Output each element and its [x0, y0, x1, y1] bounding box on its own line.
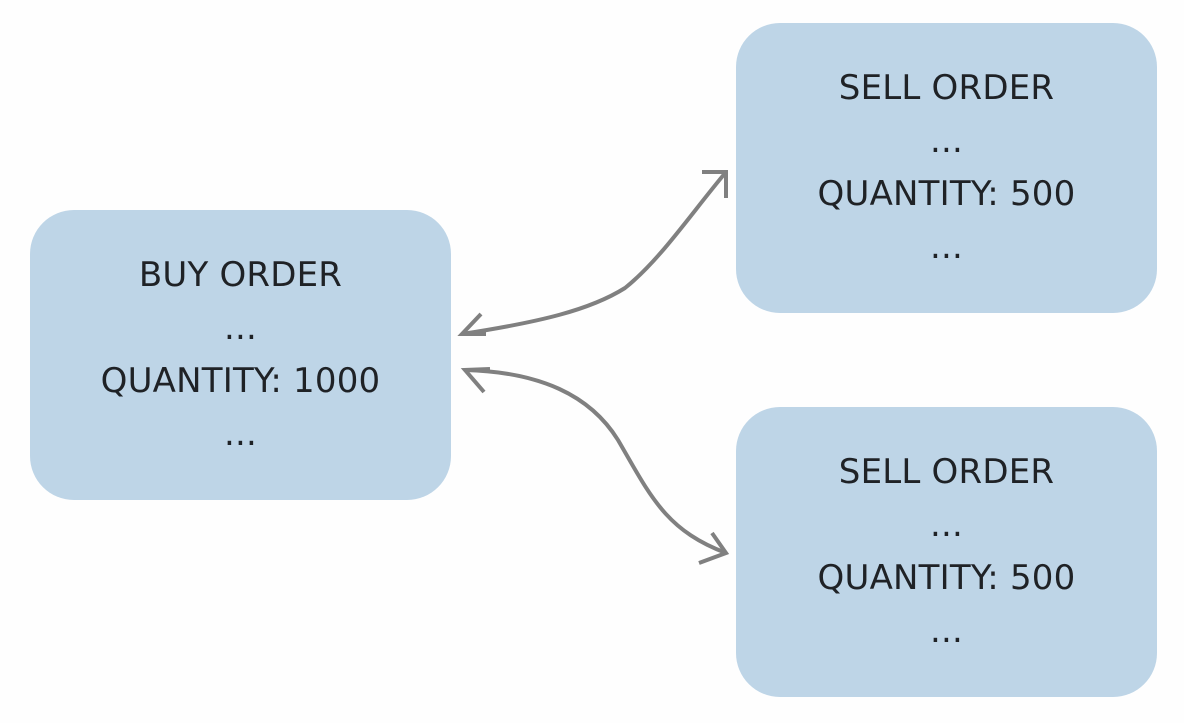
sell-order-1-title: SELL ORDER	[838, 68, 1055, 108]
edge-buy-to-sell-1-line	[461, 170, 728, 336]
edge-buy-to-sell-2-arrowhead-end	[698, 531, 730, 565]
edge-buy-to-sell-1-arrowhead-end	[702, 170, 728, 198]
buy-order-ellipsis-top: ...	[223, 308, 258, 348]
sell-order-2-ellipsis-top: ...	[929, 505, 964, 545]
sell-order-node-2: SELL ORDER ... QUANTITY: 500 ...	[736, 407, 1157, 697]
buy-order-node: BUY ORDER ... QUANTITY: 1000 ...	[30, 210, 451, 500]
sell-order-2-quantity: QUANTITY: 500	[817, 558, 1076, 598]
edge-buy-to-sell-2	[460, 367, 730, 565]
buy-order-ellipsis-bottom: ...	[223, 414, 258, 454]
sell-order-1-ellipsis-bottom: ...	[929, 227, 964, 267]
sell-order-node-1: SELL ORDER ... QUANTITY: 500 ...	[736, 23, 1157, 313]
sell-order-2-ellipsis-bottom: ...	[929, 611, 964, 651]
sell-order-2-title: SELL ORDER	[838, 452, 1055, 492]
buy-order-title: BUY ORDER	[138, 255, 343, 295]
edge-buy-to-sell-1-arrowhead-start	[457, 312, 486, 336]
edge-buy-to-sell-1	[457, 170, 728, 336]
edge-buy-to-sell-2-line	[464, 368, 727, 555]
sell-order-1-ellipsis-top: ...	[929, 121, 964, 161]
edge-buy-to-sell-2-arrowhead-start	[460, 367, 491, 394]
buy-order-quantity: QUANTITY: 1000	[100, 361, 381, 401]
sell-order-1-quantity: QUANTITY: 500	[817, 174, 1076, 214]
